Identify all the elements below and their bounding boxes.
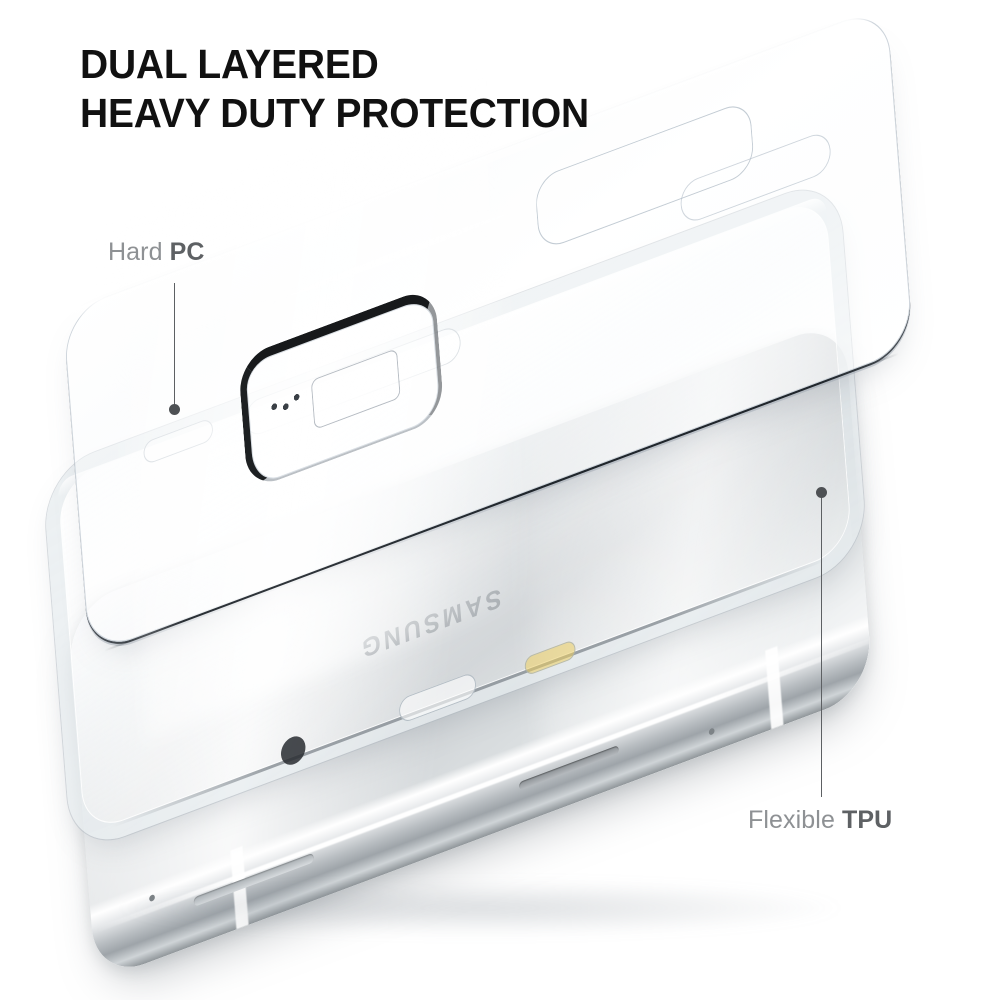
flexible-tpu-label-bold: TPU [842,806,893,834]
hard-pc-label-light: Hard [108,238,170,266]
page-title: DUAL LAYERED HEAVY DUTY PROTECTION [80,40,940,138]
flexible-tpu-leader-dot [816,487,827,498]
headline-line-2: HEAVY DUTY PROTECTION [80,90,589,136]
flexible-tpu-annotation: Flexible TPU [748,806,892,835]
headline-line-1: DUAL LAYERED [80,41,379,87]
hard-pc-label-bold: PC [169,238,205,266]
flexible-tpu-label-light: Flexible [748,806,842,834]
hard-pc-leader-dot [169,404,180,415]
hard-pc-leader-line [174,283,176,409]
hard-pc-annotation: Hard PC [108,238,205,267]
flexible-tpu-leader-line [821,497,823,797]
ground-shadow [110,880,850,936]
tpu-headphone-jack-cutout [279,732,307,769]
